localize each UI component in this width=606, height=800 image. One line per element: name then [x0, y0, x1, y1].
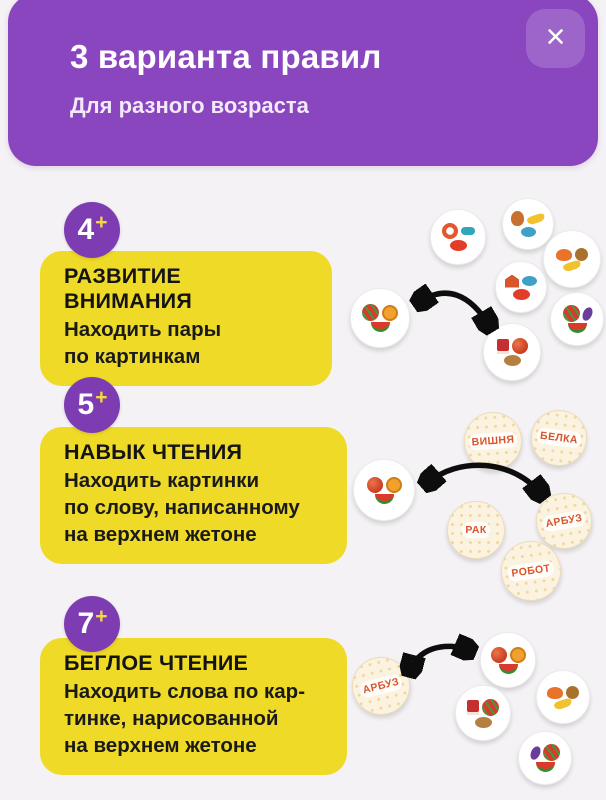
house-icon	[505, 274, 519, 288]
rule-title: НАВЫК ЧТЕНИЯ	[64, 440, 243, 464]
picture-token	[495, 261, 547, 313]
page-subtitle: Для разного возраста	[70, 93, 309, 118]
word-token: РАК	[447, 501, 505, 559]
crab-icon	[449, 240, 467, 251]
book-icon	[467, 699, 479, 715]
rule-description: Находить картинки по слову, написанному на…	[64, 468, 327, 549]
page-title: 3 варианта правил	[70, 38, 382, 75]
plus-sign: +	[95, 386, 108, 409]
plus-sign: +	[95, 211, 108, 234]
melon-icon	[370, 322, 390, 332]
plus-sign: +	[95, 605, 108, 628]
rule-card-fluent-reading: БЕГЛОЕ ЧТЕНИЕ Находить слова по кар-тинк…	[40, 638, 347, 775]
picture-token	[350, 288, 410, 348]
age-badge-7plus: 7+	[64, 596, 120, 652]
fish-icon	[520, 227, 536, 237]
rule-text-line: Находить картинки	[64, 469, 260, 492]
age-number: 5	[77, 388, 95, 421]
dog-icon	[474, 716, 492, 728]
token-word-label: АРБУЗ	[358, 673, 404, 699]
melon-icon	[535, 762, 555, 772]
book-icon	[496, 338, 509, 354]
fox-icon	[547, 686, 563, 699]
eggplant-icon	[527, 744, 543, 761]
ball-icon	[542, 744, 560, 761]
rule-text-line: на верхнем жетоне	[64, 522, 257, 546]
picture-token	[518, 731, 572, 785]
rule-description: Находить пары по картинкам	[64, 317, 312, 371]
rule-text-line: по картинкам	[64, 344, 201, 368]
lion-icon	[382, 304, 398, 321]
age-badge-4plus: 4+	[64, 202, 120, 258]
close-button[interactable]: ×	[526, 9, 585, 68]
basket-icon	[511, 338, 528, 354]
picture-token	[550, 292, 604, 346]
age-number: 4	[77, 213, 95, 246]
monkey-icon	[575, 248, 588, 261]
age-number: 7	[77, 607, 95, 640]
rule-card-reading-skill: НАВЫК ЧТЕНИЯ Находить картинки по слову, …	[40, 427, 347, 564]
monkey-icon	[566, 686, 579, 699]
melon-icon	[498, 663, 518, 674]
owl-icon	[511, 211, 524, 226]
basket-icon	[366, 476, 383, 493]
picture-token	[353, 459, 415, 521]
rule-text-line: Находить пары	[64, 318, 222, 341]
fish-icon	[522, 276, 537, 286]
ball-icon	[362, 304, 379, 321]
picture-token	[455, 685, 511, 741]
rule-text-line: тинке, нарисованной	[64, 706, 279, 730]
lion-icon	[509, 646, 526, 663]
header-card: 3 варианта правил Для разного возраста	[8, 0, 598, 166]
melon-icon	[374, 493, 394, 504]
token-word-label: РАК	[462, 522, 490, 538]
picture-token	[543, 230, 601, 288]
picture-token	[430, 209, 486, 265]
word-token: АРБУЗ	[345, 650, 417, 722]
ball-icon	[482, 698, 499, 716]
rule-title: РАЗВИТИЕ ВНИМАНИЯ	[64, 264, 192, 313]
picture-token	[480, 632, 536, 688]
close-icon: ×	[545, 17, 566, 56]
melon-icon	[567, 323, 587, 333]
banana-icon	[553, 697, 573, 711]
clock-icon	[441, 223, 458, 239]
rule-title: БЕГЛОЕ ЧТЕНИЕ	[64, 651, 249, 675]
picture-token	[502, 198, 554, 250]
rule-description: Находить слова по кар-тинке, нарисованно…	[64, 679, 327, 760]
age-badge-5plus: 5+	[64, 377, 120, 433]
rule-text-line: на верхнем жетоне	[64, 733, 257, 757]
ball-icon	[562, 305, 580, 322]
fox-icon	[556, 248, 572, 261]
whistle-icon	[460, 227, 475, 235]
picture-token	[536, 670, 590, 724]
crab-icon	[512, 288, 530, 300]
dog-icon	[503, 355, 521, 366]
rule-card-attention: РАЗВИТИЕ ВНИМАНИЯ Находить пары по картин…	[40, 251, 332, 386]
rule-text-line: Находить слова по кар-	[64, 680, 306, 703]
rule-text-line: по слову, написанному	[64, 495, 300, 519]
basket-icon	[490, 646, 507, 663]
lion-icon	[385, 476, 402, 493]
